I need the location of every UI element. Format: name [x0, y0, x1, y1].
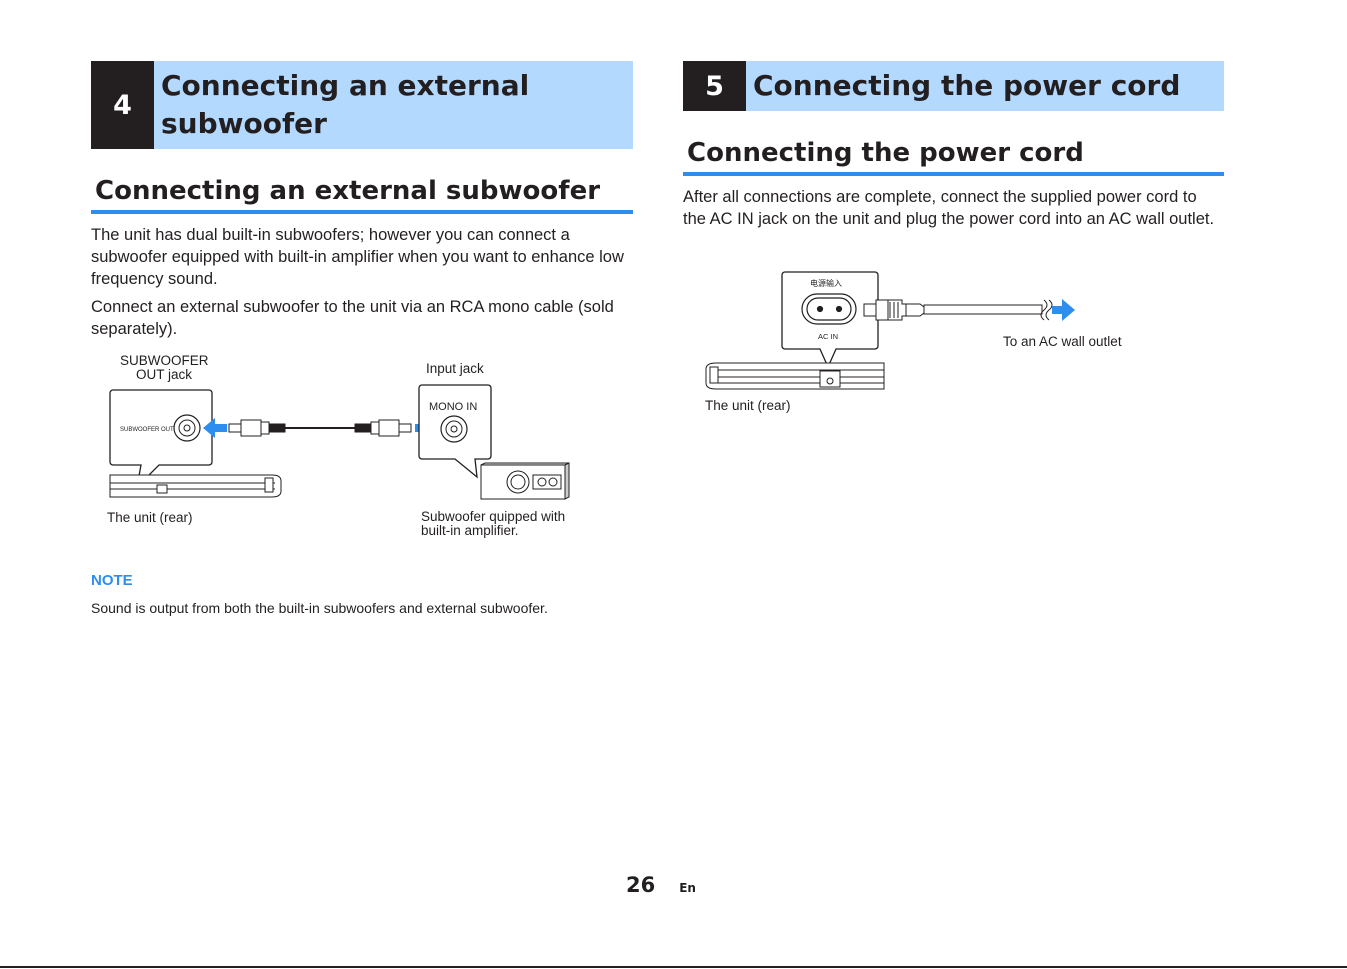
label-line: Subwoofer quipped with	[421, 509, 566, 524]
arrow-left-icon	[203, 418, 227, 438]
panel-mono-in-text: MONO IN	[429, 401, 477, 413]
arrow-right-icon	[1052, 299, 1075, 321]
sound-bar-unit-icon	[705, 362, 885, 390]
subwoofer-out-jack-label: SUBWOOFER OUT jack	[120, 353, 209, 382]
external-subwoofer-icon	[480, 462, 570, 500]
language-code: En	[679, 881, 696, 895]
label-line: SUBWOOFER	[120, 353, 209, 368]
page-number: 26	[626, 873, 656, 897]
panel-ac-in-text: AC IN	[818, 332, 838, 341]
rca-plug-right-icon	[354, 419, 412, 437]
chapter-title-line-2: subwoofer	[161, 107, 327, 140]
section-title: Connecting an external subwoofer	[91, 174, 633, 214]
bottom-rule	[0, 966, 1347, 968]
power-cord-cable	[923, 304, 1043, 315]
unit-rear-label: The unit (rear)	[107, 510, 193, 525]
note-heading: NOTE	[91, 572, 133, 589]
subwoofer-out-jack-icon	[173, 414, 201, 442]
chapter-title-line-1: Connecting an external	[161, 69, 530, 102]
subwoofer-connection-diagram: SUBWOOFER OUT MONO IN	[109, 384, 570, 500]
chapter-number: 4	[91, 61, 154, 149]
rca-plug-left-icon	[228, 419, 286, 437]
power-cord-plug-icon	[863, 299, 925, 321]
chapter-title: Connecting an external subwoofer	[154, 61, 529, 149]
chapter-5-header: 5 Connecting the power cord	[683, 61, 1224, 111]
label-line: built-in amplifier.	[421, 523, 519, 538]
chapter-number: 5	[683, 61, 746, 111]
intro-paragraph: The unit has dual built-in subwoofers; h…	[91, 226, 624, 288]
section-title: Connecting the power cord	[683, 136, 1224, 176]
outlet-label: To an AC wall outlet	[1003, 334, 1122, 349]
sound-bar-unit-icon	[109, 474, 282, 498]
connection-paragraph: Connect an external subwoofer to the uni…	[91, 298, 614, 338]
input-jack-label: Input jack	[426, 361, 484, 376]
power-cord-paragraph: After all connections are complete, conn…	[683, 188, 1215, 228]
mono-in-jack-icon	[440, 415, 468, 443]
subwoofer-label: Subwoofer quipped with built-in amplifie…	[421, 510, 565, 538]
power-cord-diagram: 电源输入 AC IN	[705, 271, 1075, 390]
ac-in-socket-icon	[801, 293, 857, 325]
label-line: OUT jack	[135, 367, 192, 382]
chapter-title: Connecting the power cord	[753, 69, 1181, 102]
unit-rear-label: The unit (rear)	[705, 398, 791, 413]
page-footer: 26 En	[626, 873, 696, 897]
panel-subwoofer-out-text: SUBWOOFER OUT	[120, 427, 174, 433]
note-text: Sound is output from both the built-in s…	[91, 600, 548, 616]
chapter-4-header: 4 Connecting an external subwoofer	[91, 61, 633, 149]
panel-cn-text: 电源输入	[810, 278, 842, 288]
